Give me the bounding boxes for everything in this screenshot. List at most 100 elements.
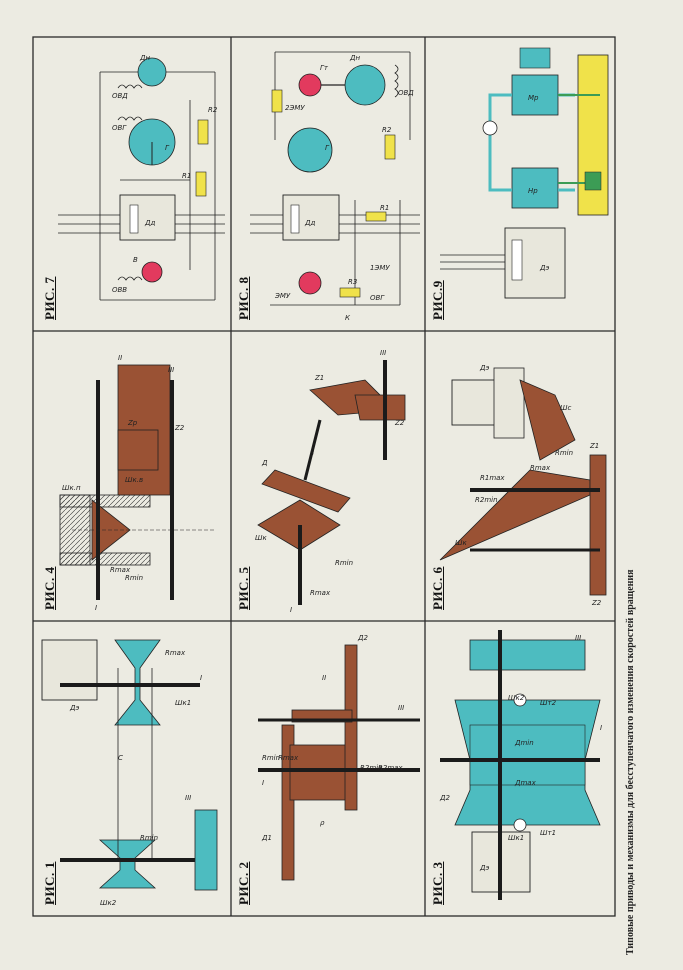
svg-text:Нр: Нр [528, 187, 538, 195]
svg-text:Дmax: Дmax [514, 779, 537, 787]
svg-text:III: III [168, 366, 174, 374]
svg-text:I: I [600, 724, 602, 732]
svg-text:R1max: R1max [480, 474, 505, 482]
fig9-label: РИС.9 [430, 280, 445, 320]
svg-text:Zp: Zp [127, 419, 138, 427]
fig5-label: РИС. 5 [236, 566, 251, 610]
svg-text:Z1: Z1 [589, 442, 599, 450]
svg-text:Шк1: Шк1 [175, 699, 191, 707]
svg-text:Д2: Д2 [439, 794, 450, 802]
svg-text:Rmin: Rmin [125, 574, 143, 582]
svg-text:R2max: R2max [378, 764, 403, 772]
svg-text:Шк2: Шк2 [100, 899, 117, 907]
fig2-label: РИС. 2 [236, 861, 251, 905]
svg-text:ЭМУ: ЭМУ [274, 292, 291, 300]
svg-text:Дд: Дд [304, 219, 315, 227]
svg-text:II: II [310, 449, 314, 457]
svg-text:Rmax: Rmax [278, 754, 299, 762]
svg-text:R2min: R2min [360, 764, 383, 772]
svg-text:Z1: Z1 [314, 374, 324, 382]
svg-text:Дн: Дн [349, 54, 360, 62]
page-caption: Типовые приводы и механизмы для бесступе… [625, 569, 636, 955]
svg-text:III: III [185, 794, 191, 802]
svg-text:Гт: Гт [320, 64, 329, 72]
svg-text:Z2: Z2 [591, 599, 602, 607]
fig6-label: РИС. 6 [430, 566, 445, 610]
svg-text:Шк: Шк [455, 539, 467, 547]
svg-text:Rmax: Rmax [110, 566, 131, 574]
svg-text:ОВД: ОВД [112, 92, 128, 100]
svg-text:Шк2: Шк2 [508, 694, 525, 702]
svg-text:К: К [345, 314, 351, 322]
svg-text:Z2: Z2 [174, 424, 185, 432]
svg-text:ρ: ρ [320, 819, 325, 827]
svg-text:I: I [95, 604, 97, 612]
svg-text:Дн: Дн [139, 54, 150, 62]
svg-text:Г: Г [165, 144, 170, 152]
svg-text:Rmin: Rmin [140, 834, 158, 842]
svg-text:Rmin: Rmin [335, 559, 353, 567]
svg-text:Дmin: Дmin [514, 739, 534, 747]
svg-text:Шт1: Шт1 [540, 829, 556, 837]
svg-text:Шк.в: Шк.в [125, 476, 143, 484]
svg-text:Д2: Д2 [357, 634, 368, 642]
svg-text:Дэ: Дэ [69, 704, 79, 712]
svg-text:Шк: Шк [255, 534, 267, 542]
svg-text:Дэ: Дэ [539, 264, 549, 272]
svg-text:III: III [575, 634, 581, 642]
svg-text:I: I [262, 779, 264, 787]
svg-text:I: I [200, 674, 202, 682]
svg-text:Мр: Мр [528, 94, 539, 102]
svg-text:Rmin: Rmin [262, 754, 280, 762]
svg-text:Дэ: Дэ [479, 864, 489, 872]
svg-text:C: C [118, 754, 123, 762]
svg-text:II: II [322, 674, 326, 682]
svg-text:R1: R1 [380, 204, 389, 212]
svg-text:Дд: Дд [144, 219, 155, 227]
fig4-label: РИС. 4 [42, 566, 57, 610]
svg-text:В: В [133, 256, 138, 264]
svg-text:I: I [290, 606, 292, 614]
fig8-label: РИС. 8 [236, 276, 251, 320]
svg-text:II: II [118, 354, 122, 362]
svg-text:Z2: Z2 [394, 419, 405, 427]
svg-text:2ЭМУ: 2ЭМУ [285, 104, 305, 112]
frame-grid [32, 36, 616, 917]
svg-text:Г: Г [325, 144, 330, 152]
svg-text:R2min: R2min [475, 496, 498, 504]
svg-text:Rmax: Rmax [165, 649, 186, 657]
svg-text:Rmin: Rmin [555, 449, 573, 457]
svg-text:Дэ: Дэ [479, 364, 489, 372]
svg-text:R3: R3 [348, 278, 357, 286]
svg-text:Д1: Д1 [261, 834, 272, 842]
svg-text:R1: R1 [182, 172, 191, 180]
svg-text:Rmax: Rmax [310, 589, 331, 597]
svg-text:Шк1: Шк1 [508, 834, 524, 842]
fig7-label: РИС. 7 [42, 276, 57, 320]
svg-text:ОВВ: ОВВ [112, 286, 127, 294]
svg-text:ОВГ: ОВГ [370, 294, 385, 302]
svg-text:R2: R2 [382, 126, 392, 134]
svg-text:1ЭМУ: 1ЭМУ [370, 264, 390, 272]
svg-text:Шк.п: Шк.п [62, 484, 81, 492]
svg-text:Шт2: Шт2 [540, 699, 557, 707]
svg-text:ОВД: ОВД [398, 89, 414, 97]
svg-text:Шс: Шс [560, 404, 571, 412]
svg-text:ОВГ: ОВГ [112, 124, 127, 132]
fig3-label: РИС. 3 [430, 861, 445, 905]
svg-text:III: III [380, 349, 386, 357]
svg-text:III: III [398, 704, 404, 712]
svg-text:Rmax: Rmax [530, 464, 551, 472]
svg-text:R2: R2 [208, 106, 218, 114]
